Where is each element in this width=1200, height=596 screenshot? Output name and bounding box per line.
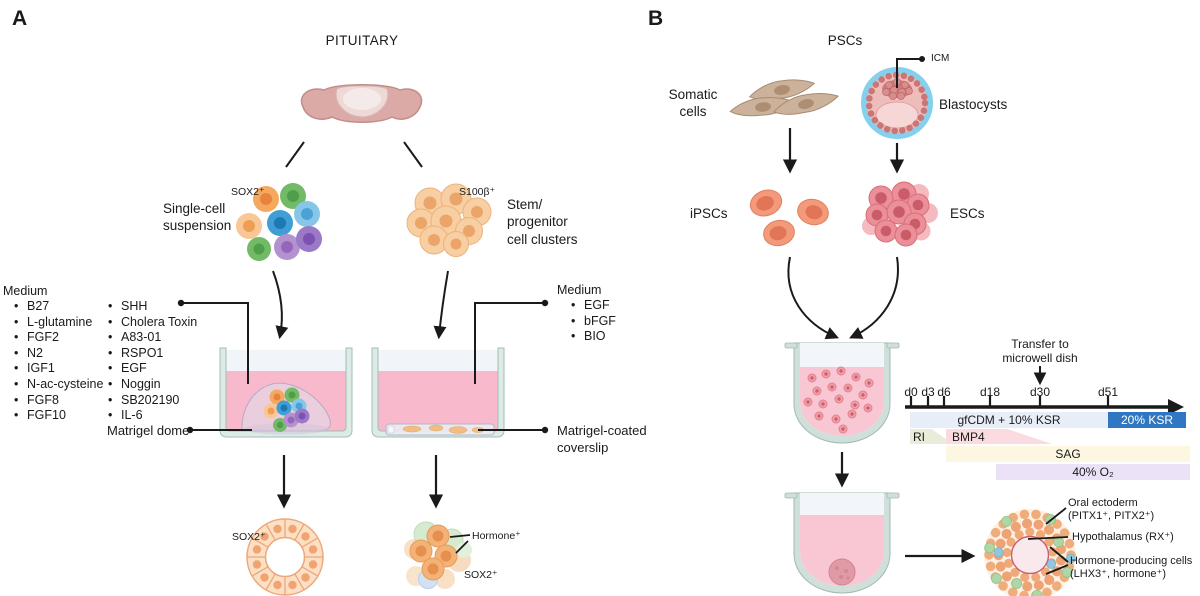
tick-d30: d30 [1029,385,1051,399]
ipsc-cells [749,189,829,247]
dish-coverslip [371,347,505,438]
matrigel-dome [241,382,331,435]
tick-d18: d18 [979,385,1001,399]
timeline-axis [905,366,1185,416]
somatic-cells-illustration [729,79,839,117]
transfer-note: Transfer to microwell dish [1002,337,1078,365]
panel-a-label: A [12,7,28,30]
icm-callout [896,56,925,88]
timeline-phase-ksr20: 20% KSR [1108,412,1186,428]
hormone-callout-lines [449,534,471,554]
tick-d3: d3 [921,385,935,399]
aggregation-well [784,342,900,444]
medium-clusters-list: Medium EGF bFGF BIO [557,283,616,345]
arrow-esc-to-well [849,256,899,339]
s100b-label: S100β⁺ [459,186,496,198]
medium-main-col1: B27 L-glutamine FGF2 N2 IGF1 N-ac-cystei… [13,299,107,424]
icm-label: ICM [931,53,950,64]
arrow-suspension-to-dish [272,270,289,340]
stem-progenitor-cluster [406,183,492,257]
medium-clusters-title: Medium [557,283,602,297]
hormone-plus-label: Hormone⁺ [472,530,521,542]
somatic-cells-label: Somatic cells [668,87,718,120]
medium-main-title: Medium [3,284,48,298]
medium-cluster-connector [474,299,549,384]
blastocysts-label: Blastocysts [939,97,1008,112]
single-cell-suspension-cells [236,183,322,261]
pituitary-branch-lines [285,141,423,168]
ipscs-label: iPSCs [690,206,728,221]
esc-cluster [862,181,938,247]
panel-b-label: B [648,7,664,30]
pituitary-organoid-illustration [984,509,1076,596]
escs-label: ESCs [950,206,985,221]
sox2-suspension-label: SOX2⁺ [231,186,265,198]
single-cell-suspension-label: Single-cell suspension [163,201,232,234]
pscs-title: PSCs [827,33,863,48]
medium-main-col2: SHH Cholera Toxin A83-01 RSPO1 EGF Noggi… [107,299,197,424]
cluster-sox2-label: SOX2⁺ [464,569,498,581]
coverslip-callout [478,426,549,434]
timeline-phase-o2: 40% O₂ [996,464,1190,480]
arrow-clusters-to-dish [433,270,449,340]
hormone-producing-label: Hormone-producing cells (LHX3⁺, hormone⁺… [1070,555,1193,580]
arrow-ipsc-to-well [787,256,839,340]
maturation-well [784,492,900,594]
coverslip-label: Matrigel-coated coverslip [557,423,647,455]
matrigel-dome-label: Matrigel dome [107,423,190,438]
sox2-ring-organoid [246,518,324,596]
stem-progenitor-label: Stem/ progenitor cell clusters [507,197,578,247]
matrigel-coverslip [385,423,495,436]
tick-d51: d51 [1097,385,1119,399]
timeline-phase-gfcdm-ksr10: gfCDM + 10% KSR [910,412,1108,428]
blastocyst-illustration [861,67,933,139]
hypothalamus-label: Hypothalamus (RX⁺) [1072,531,1174,543]
pituitary-title: PITUITARY [325,33,399,48]
hormone-cell-cluster [404,521,472,589]
pituitary-illustration [300,84,423,123]
matrigel-dome-callout [186,426,252,434]
tick-d6: d6 [937,385,951,399]
organoid-callout-lines [1027,507,1069,575]
medium-main-list: Medium B27 L-glutamine FGF2 N2 IGF1 N-ac… [3,284,197,424]
tick-d0: d0 [904,385,918,399]
timeline-phase-sag: SAG [946,446,1190,462]
oral-ectoderm-label: Oral ectoderm (PITX1⁺, PITX2⁺) [1068,497,1155,522]
ring-sox2-label: SOX2⁺ [232,531,266,543]
